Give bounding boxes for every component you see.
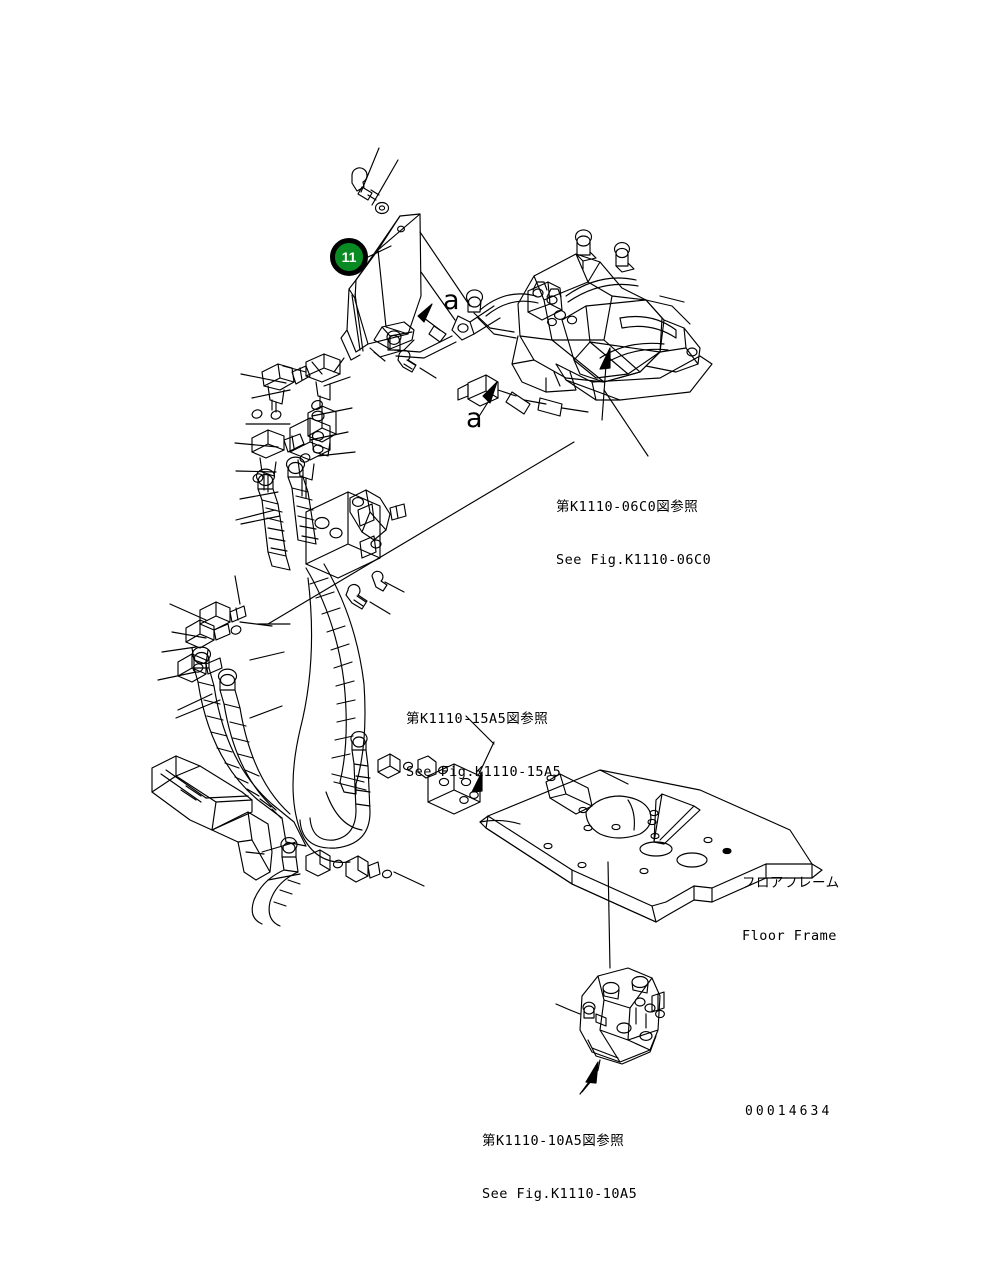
component-label-japanese: フロアフレーム xyxy=(742,875,840,892)
reference-label-k1110-06c0: 第K1110-06C0図参照 See Fig.K1110-06C0 xyxy=(556,464,711,604)
bracket-cover-group xyxy=(340,147,471,362)
solenoid-valve-assembly xyxy=(555,967,665,1093)
figure-code: 00014634 xyxy=(745,1104,833,1119)
reference-label-japanese: 第K1110-15A5図参照 xyxy=(406,711,549,728)
callout-badge-label: 11 xyxy=(341,249,357,265)
reference-label-k1110-10a5: 第K1110-10A5図参照 See Fig.K1110-10A5 xyxy=(482,1098,637,1238)
floor-frame-plate xyxy=(479,769,823,969)
reference-label-english: See Fig.K1110-10A5 xyxy=(482,1185,638,1202)
callout-badge-11[interactable]: 11 xyxy=(330,238,368,276)
bracket-bolt-lower xyxy=(397,349,437,379)
reference-label-english: See Fig.K1110-06C0 xyxy=(556,551,712,568)
component-label-floor-frame: フロアフレーム Floor Frame xyxy=(742,840,840,980)
pedal-lever-assembly xyxy=(386,229,713,421)
hose-assembly-lower-left xyxy=(151,563,495,927)
component-label-english: Floor Frame xyxy=(742,927,837,944)
section-mark-a-upper: a xyxy=(443,285,460,316)
section-mark-a-lower: a xyxy=(466,403,483,434)
reference-label-english: See Fig.K1110-15A5 xyxy=(406,763,562,780)
reference-label-japanese: 第K1110-06C0図参照 xyxy=(556,499,699,516)
reference-label-k1110-15a5: 第K1110-15A5図参照 See Fig.K1110-15A5 xyxy=(406,676,561,816)
reference-label-japanese: 第K1110-10A5図参照 xyxy=(482,1133,625,1150)
